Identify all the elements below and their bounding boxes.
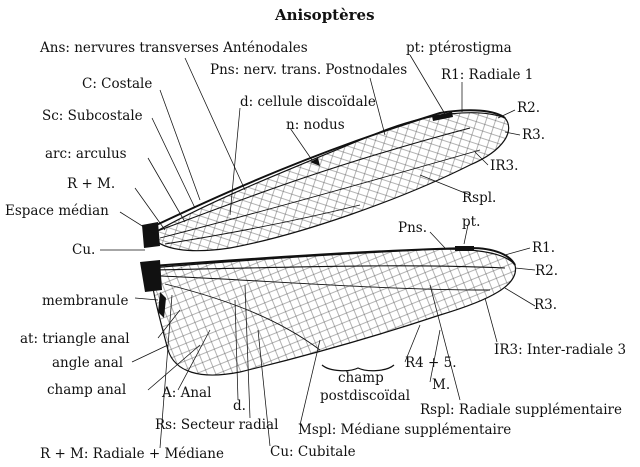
- diagram-title: Anisoptères: [275, 6, 375, 24]
- fore-wing-base: [142, 222, 160, 248]
- fore-wing-membrane: [149, 112, 510, 252]
- label-r2-bottom: R2.: [535, 263, 559, 279]
- label-ir3-bottom: IR3: Inter-radiale 3: [494, 342, 627, 358]
- hind-wing-base: [140, 260, 162, 292]
- leader-subcostale: [151, 117, 196, 209]
- label-rspl-top: Rspl.: [462, 190, 497, 206]
- leader-r3-top: [504, 131, 521, 136]
- membranule: [158, 292, 166, 318]
- label-rm-bottom: R + M: Radiale + Médiane: [40, 446, 224, 462]
- leader-r1-bottom: [504, 247, 531, 256]
- leader-ir3-top: [474, 151, 489, 166]
- leader-anal: [177, 329, 211, 391]
- leader-arculus: [147, 157, 186, 223]
- hind-wing: [140, 246, 517, 376]
- label-r3-top: R3.: [522, 127, 546, 143]
- label-cubitale: Cu: Cubitale: [270, 444, 356, 460]
- leader-champ-anal: [147, 344, 201, 391]
- hind-wing-radius: [154, 265, 506, 271]
- fore-wing-radius: [154, 127, 471, 233]
- label-r45: R4 + 5.: [405, 355, 457, 371]
- label-pt-top: pt: ptérostigma: [406, 40, 512, 56]
- leader-rspl-bottom: [429, 284, 461, 401]
- label-champ-anal: champ anal: [47, 382, 127, 398]
- leader-rm-top: [134, 187, 166, 231]
- label-arculus: arc: arculus: [45, 146, 127, 162]
- leader-secteur-radial: [244, 284, 251, 419]
- label-d-short: d.: [233, 398, 246, 414]
- leader-membranule: [134, 297, 159, 301]
- leader-cubitale: [257, 329, 271, 447]
- fore-wing-media: [159, 149, 481, 239]
- label-m: M.: [432, 377, 451, 393]
- leader-triangle-anal: [157, 309, 181, 339]
- label-angle-anal: angle anal: [52, 355, 124, 371]
- fore-wing-cubitus: [164, 204, 361, 245]
- leader-r3-bottom: [504, 287, 536, 307]
- label-champ: champ: [338, 370, 384, 386]
- label-secteur-radial: Rs: Secteur radial: [155, 417, 279, 433]
- label-anal: A: Anal: [162, 385, 212, 401]
- leader-pns-top: [369, 77, 386, 136]
- label-r2-top: R2.: [517, 100, 541, 116]
- hind-wing-pterostigma: [455, 246, 474, 251]
- hind-wing-cubitus: [164, 283, 321, 351]
- fore-wing-costa: [149, 109, 506, 229]
- leader-pt-top: [409, 54, 446, 115]
- leader-m: [429, 329, 441, 383]
- hind-wing-media: [159, 275, 491, 291]
- label-pns-top: Pns: nerv. trans. Postnodales: [210, 62, 408, 78]
- label-r1-top: R1: Radiale 1: [441, 67, 534, 83]
- leader-rm-bottom: [159, 294, 173, 449]
- leader-lines: [100, 54, 536, 449]
- label-ans: Ans: nervures transverses Anténodales: [40, 40, 308, 56]
- leader-espace-median: [119, 211, 156, 235]
- label-mspl: Mspl: Médiane supplémentaire: [298, 422, 512, 438]
- leader-r45: [404, 324, 421, 363]
- postdiscoidal-brace: [321, 364, 395, 372]
- label-pt-bottom: pt.: [462, 214, 481, 230]
- label-r1-bottom: R1.: [532, 240, 556, 256]
- label-rm-top: R + M.: [67, 176, 116, 192]
- leader-angle-anal: [131, 344, 169, 363]
- label-postdiscoidal: postdiscoïdal: [320, 388, 411, 404]
- leader-ans: [184, 57, 246, 191]
- leader-r2-bottom: [514, 267, 536, 271]
- fore-wing-pterostigma: [432, 112, 453, 121]
- leader-pns-bottom: [429, 231, 446, 249]
- leader-costale: [159, 89, 201, 201]
- label-ir3-top: IR3.: [490, 158, 519, 174]
- label-r3-bottom: R3.: [534, 297, 558, 313]
- leader-mspl: [299, 339, 321, 426]
- fore-wing-nodus: [310, 158, 320, 166]
- leader-ir3-bottom: [484, 297, 498, 343]
- label-cu-short: Cu.: [72, 242, 96, 258]
- leader-discoidale: [229, 107, 241, 216]
- label-membranule: membranule: [42, 293, 129, 309]
- leader-rspl-top: [419, 174, 471, 196]
- leader-d-short: [234, 299, 239, 401]
- label-costale: C: Costale: [82, 76, 153, 92]
- leader-r2-top: [497, 109, 516, 119]
- leader-pt-bottom: [463, 224, 469, 245]
- fore-wing: [142, 109, 510, 252]
- hind-wing-membrane: [149, 248, 517, 376]
- hind-wing-costa: [151, 246, 516, 267]
- label-nodus: n: nodus: [286, 117, 345, 133]
- label-subcostale: Sc: Subcostale: [42, 108, 143, 124]
- label-pns-bottom: Pns.: [398, 220, 427, 236]
- leader-nodus: [289, 127, 313, 161]
- label-rspl-bottom: Rspl: Radiale supplémentaire: [420, 402, 622, 418]
- label-discoidale: d: cellule discoïdale: [240, 94, 376, 110]
- label-triangle-anal: at: triangle anal: [20, 331, 130, 347]
- label-espace-median: Espace médian: [5, 203, 109, 219]
